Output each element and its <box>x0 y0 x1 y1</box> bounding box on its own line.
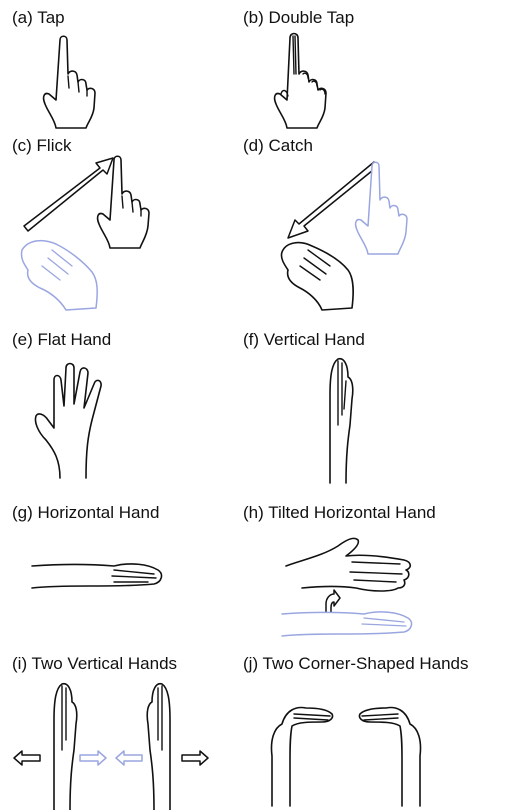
double-tap-hand-icon <box>268 30 358 130</box>
caption-flat-hand: (e) Flat Hand <box>12 330 111 350</box>
horizontal-hand-icon <box>30 556 170 596</box>
move-right-arrow-icon <box>180 750 210 766</box>
caption-two-vertical-hands: (i) Two Vertical Hands <box>12 654 177 674</box>
move-left-arrow-icon <box>12 750 42 766</box>
flat-hand-icon <box>30 360 120 480</box>
right-corner-hand-icon <box>354 696 434 806</box>
flick-ghost-hand-icon <box>12 236 112 316</box>
tilted-ghost-hand-icon <box>280 604 420 644</box>
left-vertical-hand-icon <box>46 680 86 810</box>
catch-hand-icon <box>278 236 368 316</box>
caption-horizontal-hand: (g) Horizontal Hand <box>12 503 159 523</box>
right-vertical-hand-icon <box>140 680 180 810</box>
tilted-hand-icon <box>282 530 422 600</box>
caption-vertical-hand: (f) Vertical Hand <box>243 330 365 350</box>
ghost-left-arrow-icon <box>114 750 144 766</box>
left-corner-hand-icon <box>262 696 342 806</box>
ghost-right-arrow-icon <box>78 750 108 766</box>
vertical-hand-icon <box>324 355 364 485</box>
caption-two-corner-hands: (j) Two Corner-Shaped Hands <box>243 654 469 674</box>
caption-catch: (d) Catch <box>243 136 313 156</box>
caption-tilted-horizontal-hand: (h) Tilted Horizontal Hand <box>243 503 436 523</box>
caption-double-tap: (b) Double Tap <box>243 8 354 28</box>
tap-hand-icon <box>38 32 118 132</box>
caption-tap: (a) Tap <box>12 8 65 28</box>
